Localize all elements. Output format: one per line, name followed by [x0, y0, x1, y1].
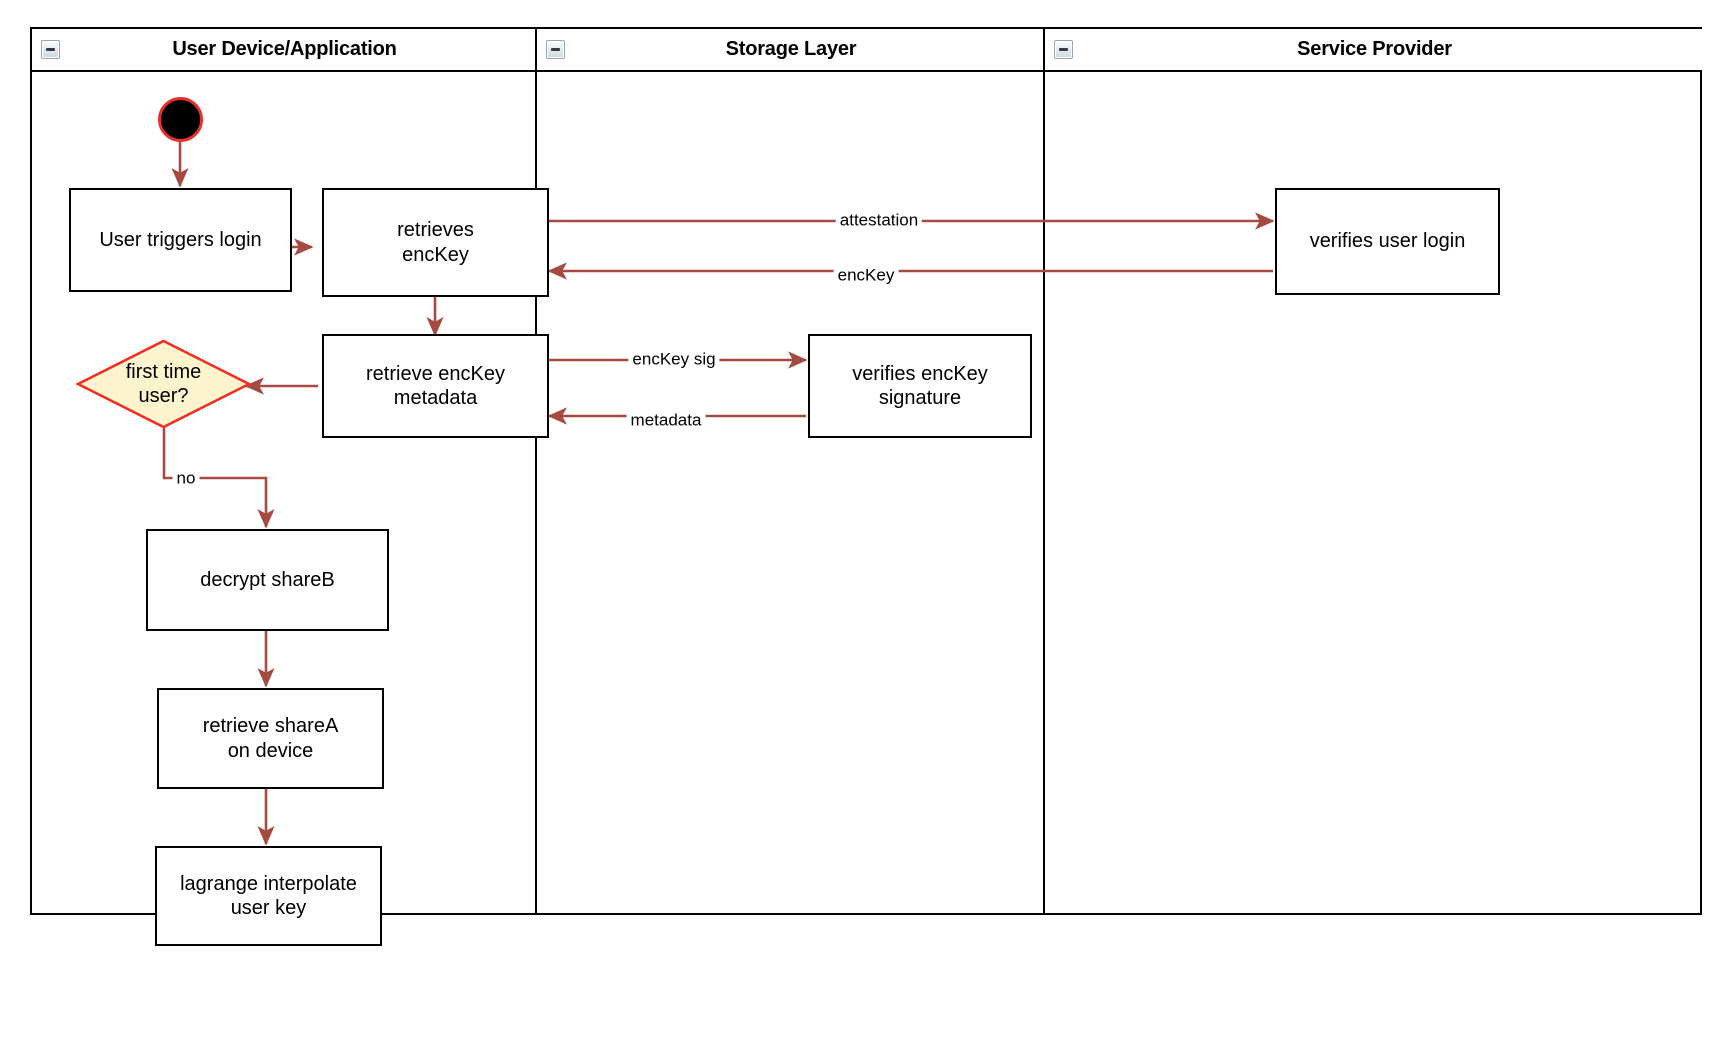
activity-retrieve-enckey-metadata[interactable]: retrieve encKey metadata — [322, 334, 549, 438]
activity-user-triggers-login[interactable]: User triggers login — [69, 188, 292, 292]
activity-lagrange-interpolate-user-key[interactable]: lagrange interpolate user key — [155, 846, 382, 946]
activity-verifies-enckey-signature[interactable]: verifies encKey signature — [808, 334, 1032, 438]
edge-label-enckey-sig: encKey sig — [628, 350, 720, 370]
lane-header-storage-layer: Storage Layer — [537, 29, 1043, 72]
lane-divider-2 — [1043, 29, 1045, 913]
lane-title-user-device: User Device/Application — [172, 38, 397, 60]
lane-header-user-device: User Device/Application — [32, 29, 535, 72]
edge-label-enckey: encKey — [833, 266, 899, 286]
lane-title-storage-layer: Storage Layer — [725, 38, 857, 60]
activity-verifies-user-login[interactable]: verifies user login — [1275, 188, 1500, 295]
edge-label-attestation: attestation — [835, 211, 923, 231]
edge-label-no: no — [172, 469, 200, 489]
edge-label-metadata: metadata — [626, 411, 706, 431]
lane-title-service-provider: Service Provider — [1297, 38, 1452, 60]
activity-retrieve-sharea-on-device[interactable]: retrieve shareA on device — [157, 688, 384, 789]
collapse-minus-icon[interactable] — [546, 40, 565, 59]
collapse-minus-icon[interactable] — [41, 40, 60, 59]
collapse-minus-icon[interactable] — [1054, 40, 1073, 59]
activity-decrypt-shareb[interactable]: decrypt shareB — [146, 529, 389, 631]
activity-retrieves-enckey[interactable]: retrieves encKey — [322, 188, 549, 297]
decision-first-time-user[interactable]: first time user? — [75, 339, 252, 429]
start-node[interactable] — [158, 97, 203, 142]
decision-shape — [75, 339, 252, 429]
lane-divider-1 — [535, 29, 537, 913]
lane-header-service-provider: Service Provider — [1045, 29, 1702, 72]
